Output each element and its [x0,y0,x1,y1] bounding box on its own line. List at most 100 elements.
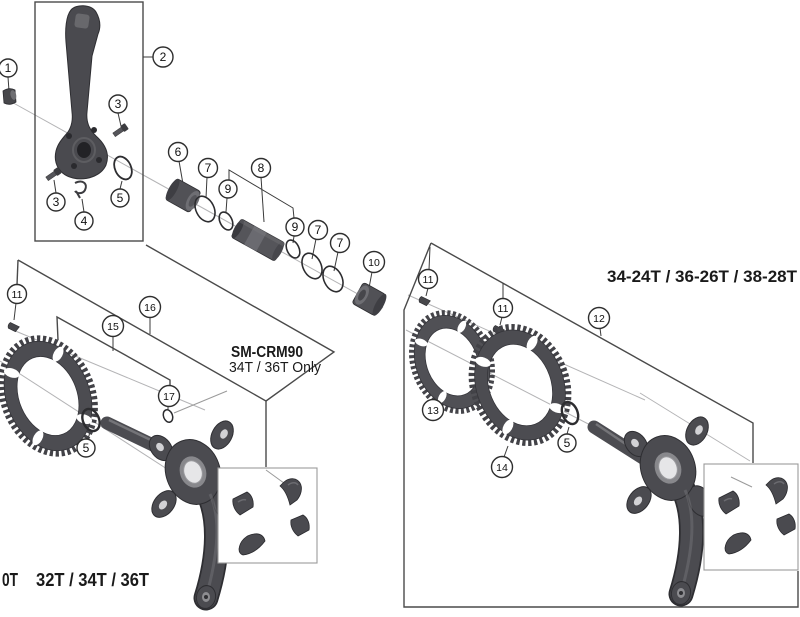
part-crank-cap [2,88,17,105]
part-bb-cup-left [165,178,201,213]
chainring-slot [52,346,64,362]
bracket-9-pair [228,169,295,219]
group-outlines [16,1,799,608]
ring-slot [475,356,491,367]
svg-text:3: 3 [53,195,60,209]
part-chainring-bolt-right-1 [418,296,431,307]
part-right-crank-arm-double [620,413,717,606]
svg-text:10: 10 [368,257,380,269]
leader-5r [566,426,570,435]
svg-text:6: 6 [175,145,182,159]
svg-text:4: 4 [81,214,88,228]
callout-9a: 9 [218,179,238,199]
leader-3a [117,112,122,127]
ring-slot [437,391,447,404]
callout-5r: 5 [557,433,577,453]
callout-15: 15 [101,314,125,338]
leader-7a [205,176,208,199]
callout-4: 4 [74,211,94,231]
svg-text:9: 9 [225,182,232,196]
ring-slot [526,335,538,351]
crank-hole [91,127,97,133]
pedal-thread-hole [74,13,90,29]
part-oring-5r [560,400,580,426]
leader-11a [425,246,431,297]
part-bb-sleeve [231,218,285,261]
svg-text:7: 7 [315,223,322,237]
callout-5a: 5 [110,188,130,208]
part-oring-7a [194,195,216,223]
svg-text:13: 13 [427,405,439,417]
crank-hole [66,133,72,139]
leader-14 [503,445,509,458]
crank-hole [96,157,102,163]
part-oring-7b [301,252,323,280]
callout-6: 6 [167,141,189,163]
svg-text:7: 7 [337,236,344,250]
part-bb-cup-right [352,282,387,316]
large-ring-teeth [468,324,572,446]
rubber-box-leader-right [730,476,753,488]
part-seal-9a [218,211,234,231]
leader-3b [53,179,57,194]
leader-7b [311,238,317,260]
leader-12 [599,327,602,337]
callout-11a: 11 [417,268,439,290]
chainring-slot [32,430,44,446]
chainring-slot [76,414,93,425]
leader-9b [292,235,295,244]
model-note-label: 34T / 36T Only [229,359,321,376]
right-group-frame [403,242,799,608]
callout-9b: 9 [285,217,305,237]
callout-3b: 3 [46,192,66,212]
svg-text:8: 8 [258,161,265,175]
callout-17: 17 [157,384,181,408]
svg-text:9: 9 [292,220,299,234]
part-ring-17 [162,409,174,423]
callout-7b: 7 [307,219,329,241]
svg-text:2: 2 [160,50,167,64]
crank-hole [71,163,77,169]
ring-slot [502,419,514,435]
chainring-teeth [0,335,98,457]
svg-text:12: 12 [593,313,605,325]
svg-text:11: 11 [498,303,509,315]
callout-8: 8 [250,157,272,179]
callout-3a: 3 [108,94,128,114]
leader-5a [119,180,123,190]
callout-7c: 7 [329,232,351,254]
left-teeth-clipped-label: 0T [2,570,18,590]
callout-12: 12 [587,306,611,330]
part-pinch-bolt-bottom [45,167,62,182]
callout-2: 2 [152,46,174,68]
svg-text:16: 16 [144,302,156,314]
callout-1: 1 [0,58,18,78]
leader-model-note [173,390,228,414]
callout-13: 13 [421,398,445,422]
spindle-bore-rim [72,137,96,163]
chainring-band [3,341,93,452]
part-oring-5l [81,407,101,433]
leader-9a [225,197,228,213]
leader-6 [178,160,184,185]
svg-text:14: 14 [496,462,508,474]
callout-11b: 11 [492,297,514,319]
callout-7a: 7 [197,157,219,179]
right-teeth-label: 34-24T / 36-26T / 38-28T [607,267,798,286]
svg-text:5: 5 [83,441,90,455]
cap-face [10,90,17,100]
ring-slot [457,320,467,333]
svg-text:7: 7 [205,161,212,175]
leader-11b [499,283,504,326]
callout-11l: 11 [6,283,28,305]
left-crank-box [34,1,144,242]
part-pinch-bolt-top [112,123,129,138]
callout-10: 10 [362,250,386,274]
part-chainring-bolt-left [7,322,20,333]
leader-4 [81,198,85,213]
svg-text:15: 15 [107,321,119,333]
svg-text:17: 17 [163,391,175,403]
part-left-crank-arm [54,5,108,180]
chainring-slot [3,367,20,378]
